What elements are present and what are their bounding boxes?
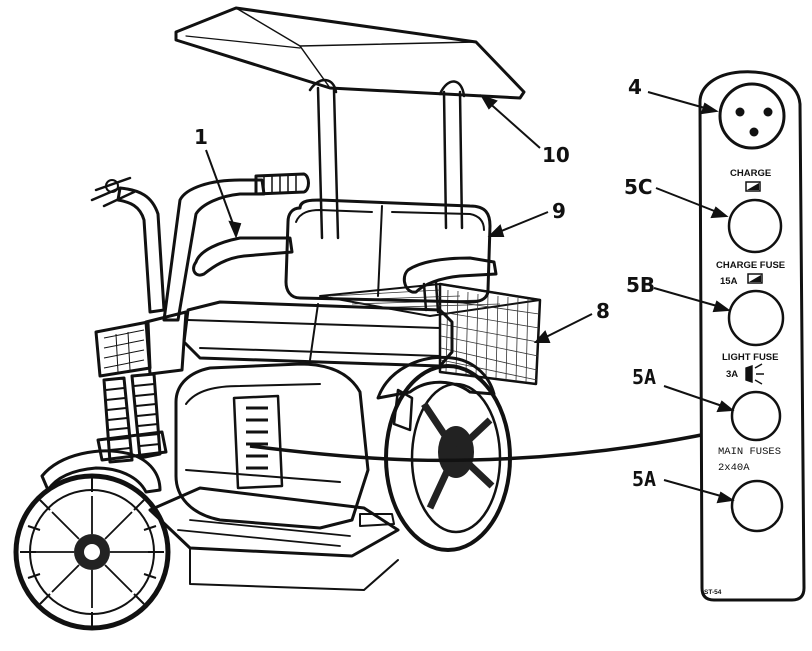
callout-5a-lower: 5A bbox=[632, 467, 656, 491]
charge-label: CHARGE bbox=[730, 168, 771, 179]
callout-5a-upper: 5A bbox=[632, 365, 656, 389]
callout-8: 8 bbox=[596, 299, 610, 323]
canopy-roof bbox=[174, 6, 526, 100]
control-panel: CHARGE CHARGE FUSE 15A LIGHT FUSE 3A MAI… bbox=[698, 70, 806, 602]
light-fuse[interactable] bbox=[730, 390, 782, 442]
callout-10: 10 bbox=[542, 143, 570, 167]
main-fuses[interactable] bbox=[730, 479, 784, 533]
cable bbox=[249, 430, 717, 463]
callout-arrows bbox=[205, 91, 735, 504]
seat bbox=[182, 198, 498, 368]
charge-fuse[interactable] bbox=[727, 289, 785, 347]
charge-fuse-icon bbox=[747, 273, 763, 284]
light-fuse-rating: 3A bbox=[726, 369, 738, 380]
socket-pin bbox=[749, 127, 759, 137]
charging-socket[interactable] bbox=[718, 82, 786, 150]
main-fuses-label: MAIN FUSES bbox=[718, 446, 781, 458]
charge-indicator-icon bbox=[745, 181, 761, 192]
main-fuses-rating: 2x40A bbox=[718, 462, 750, 474]
charge-fuse-rating: 15A bbox=[720, 276, 738, 287]
front-wheel bbox=[13, 473, 171, 631]
scooter-body bbox=[148, 355, 512, 591]
callout-4: 4 bbox=[628, 75, 642, 99]
headlamp-icon bbox=[745, 363, 764, 385]
light-fuse-label: LIGHT FUSE bbox=[722, 352, 778, 363]
callout-1: 1 bbox=[194, 125, 208, 149]
callout-5c: 5C bbox=[624, 175, 653, 199]
socket-pin bbox=[735, 107, 745, 117]
charge-indicator bbox=[727, 198, 783, 254]
callout-9: 9 bbox=[552, 199, 566, 223]
panel-code: ST-54 bbox=[704, 589, 722, 596]
callout-5b: 5B bbox=[626, 273, 655, 297]
charge-fuse-label: CHARGE FUSE bbox=[716, 260, 785, 271]
canopy-poles bbox=[308, 78, 466, 240]
socket-pin bbox=[763, 107, 773, 117]
steering-column bbox=[40, 172, 310, 494]
